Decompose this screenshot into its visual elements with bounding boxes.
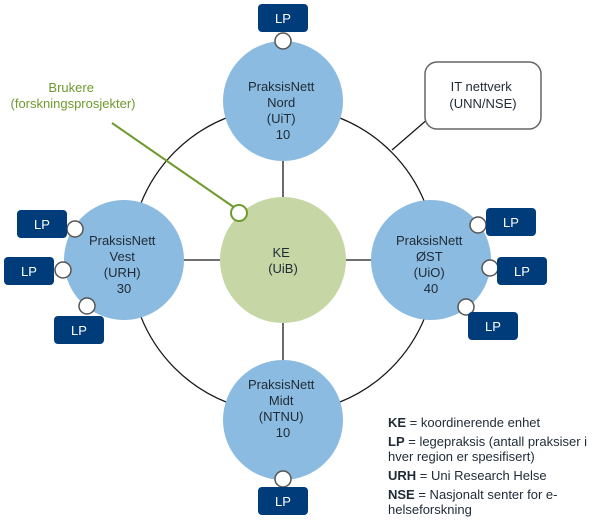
lp-badge-label: LP: [71, 323, 87, 338]
users-label: Brukere (forskningsprosjekter): [11, 80, 136, 111]
lp-badge-label: LP: [34, 217, 50, 232]
lp-east-3: LP: [457, 298, 518, 340]
legend-key: URH: [388, 468, 417, 483]
lp-badge: [258, 487, 308, 515]
lp-badge: [17, 210, 67, 238]
legend-item-nse: NSE = Nasjonalt senter for e-helseforskn…: [388, 487, 600, 517]
lp-badge-label: LP: [275, 11, 291, 26]
legend-key: KE: [388, 415, 407, 430]
region-west-label: PraksisNett Vest (URH) 30: [89, 233, 159, 296]
lp-badge-label: LP: [21, 264, 37, 279]
link-users: [111, 122, 236, 209]
lp-connector-icon: [274, 470, 292, 488]
lp-badge: [258, 4, 308, 32]
lp-west-1: LP: [17, 210, 84, 238]
lp-connector-icon: [66, 220, 84, 238]
legend-item-ke: KE = koordinerende enhet: [388, 415, 600, 430]
legend-item-urh: URH = Uni Research Helse: [388, 468, 600, 483]
legend-key: LP: [388, 434, 405, 449]
lp-badge: [497, 257, 547, 285]
it-network-label: IT nettverk (UNN/NSE): [449, 79, 516, 111]
lp-west-2: LP: [4, 257, 72, 285]
lp-badge: [4, 257, 54, 285]
lp-connector-icon: [457, 298, 475, 316]
lp-west-3: LP: [54, 297, 104, 344]
region-south-circle: [223, 360, 343, 480]
region-north-circle: [223, 41, 343, 161]
center-label: KE (UiB): [268, 245, 298, 276]
legend-text: = Uni Research Helse: [416, 468, 547, 483]
center-circle: [220, 197, 346, 323]
lp-connector-icon: [78, 297, 96, 315]
lp-badge-label: LP: [275, 494, 291, 509]
lp-connector-icon: [469, 216, 487, 234]
legend-item-lp: LP = legepraksis (antall praksiser i hve…: [388, 434, 600, 464]
legend-text: = Nasjonalt senter for e-helseforskning: [388, 487, 558, 517]
lp-badge-label: LP: [485, 319, 501, 334]
lp-south: LP: [258, 470, 308, 515]
region-north-label: PraksisNett Nord (UiT) 10: [248, 79, 318, 142]
lp-badge-label: LP: [514, 264, 530, 279]
region-south-label: PraksisNett Midt (NTNU) 10: [248, 377, 318, 440]
legend-text: = koordinerende enhet: [406, 415, 541, 430]
lp-east-2: LP: [481, 257, 547, 285]
lp-north: LP: [258, 4, 308, 50]
region-east-circle: [371, 200, 491, 320]
lp-badge: [54, 316, 104, 344]
lp-badge: [468, 312, 518, 340]
region-east-label: PraksisNett ØST (UiO) 40: [396, 233, 466, 296]
legend-key: NSE: [388, 487, 415, 502]
lp-badge-label: LP: [503, 215, 519, 230]
lp-east-1: LP: [469, 208, 536, 236]
it-network-box: [424, 61, 542, 130]
lp-connector-icon: [54, 261, 72, 279]
legend-text: = legepraksis (antall praksiser i hver r…: [388, 434, 588, 464]
lp-connector-icon: [274, 32, 292, 50]
lp-badge: [486, 208, 536, 236]
region-west-circle: [64, 200, 184, 320]
legend: KE = koordinerende enhet LP = legepraksi…: [388, 415, 600, 521]
users-connector-icon: [230, 204, 248, 222]
lp-connector-icon: [481, 259, 499, 277]
